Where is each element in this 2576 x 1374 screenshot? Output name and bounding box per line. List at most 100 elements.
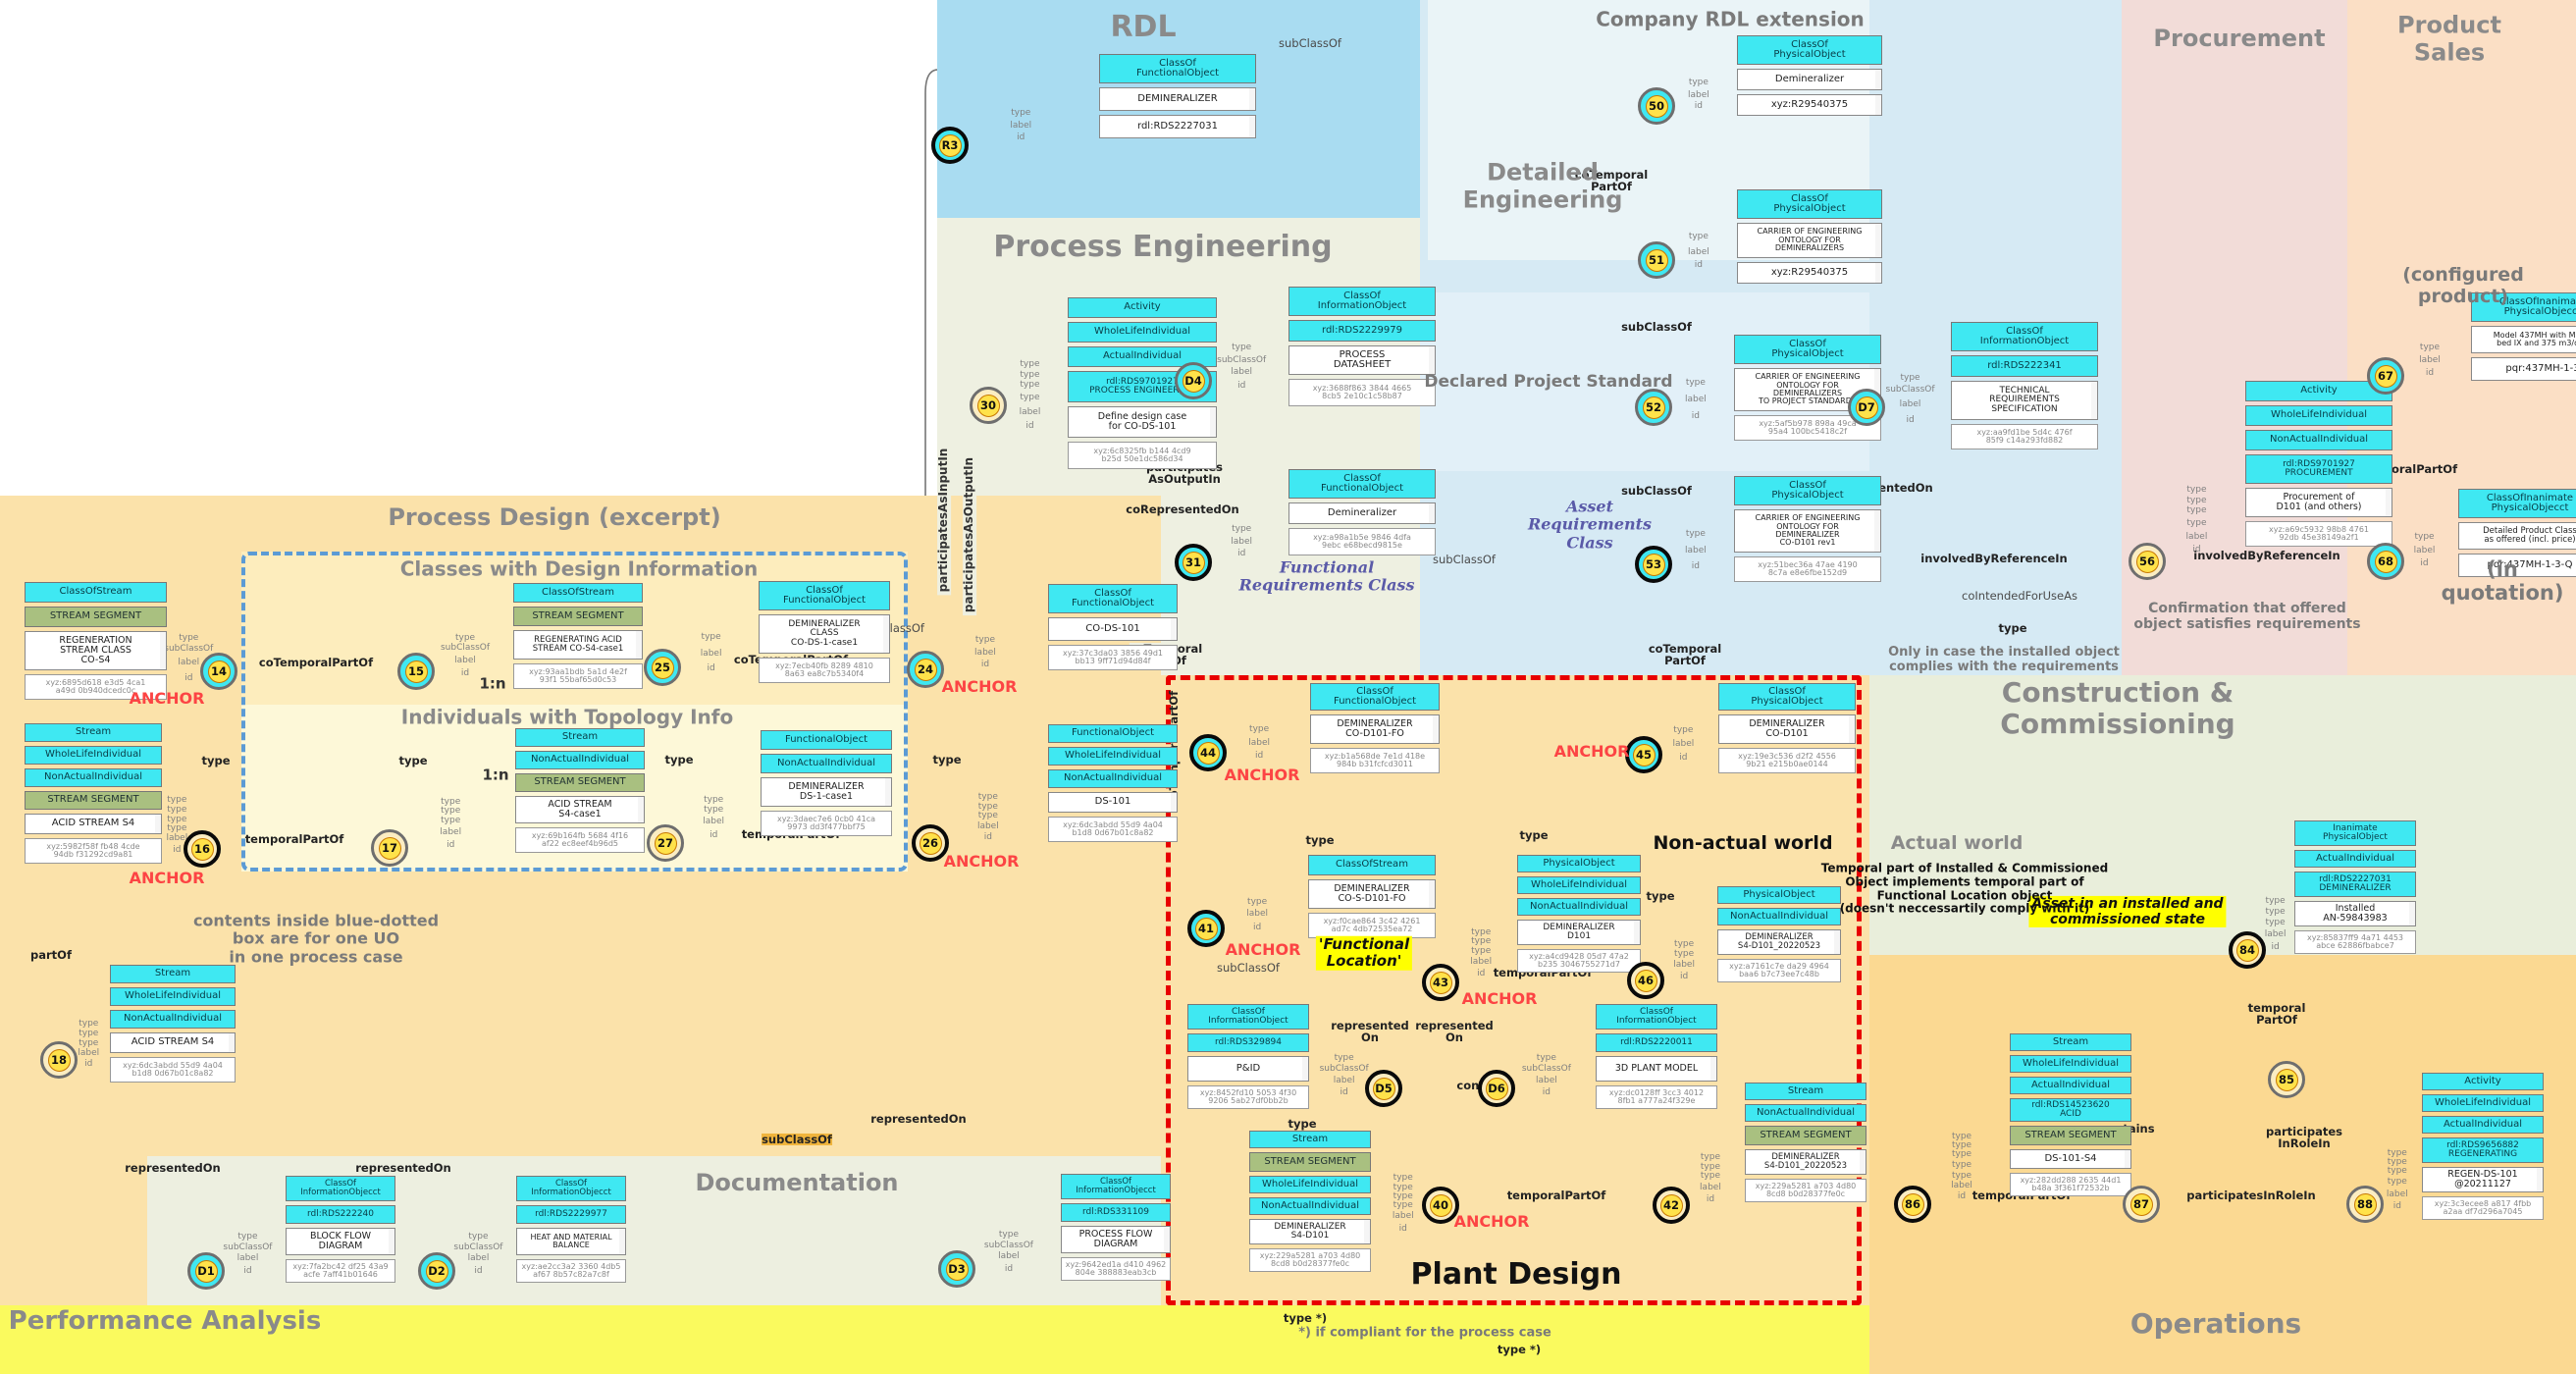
stack-88-box-3: rdl:RDS9656882 REGENERATING	[2422, 1137, 2544, 1163]
node-D1: D1	[187, 1252, 225, 1290]
fan-label-86-6: id	[1957, 1190, 1967, 1201]
stack-30-box-5: xyz:6c8325fb b144 4cd9 b25d 50e1dc586d34	[1068, 442, 1217, 469]
fan-label-86-1: type	[1951, 1139, 1972, 1150]
stack-D2-box-3: xyz:ae2cc3a2 3360 4db5 af67 8b57c82a7c8f	[516, 1259, 626, 1283]
fan-label-14-0: type	[179, 633, 199, 644]
stack-16-box-0: Stream	[25, 723, 162, 742]
fan-label-31-1: label	[1231, 537, 1253, 547]
stack-40-box-4: DEMINERALIZER S4-D101	[1249, 1219, 1371, 1244]
fan-label-52-1: label	[1684, 395, 1707, 405]
node-core-45: 45	[1632, 743, 1656, 766]
fan-label-27-0: type	[704, 794, 724, 805]
node-16: 16	[184, 830, 221, 868]
fan-label-D5-3: id	[1340, 1086, 1348, 1097]
stack-D3-box-3: xyz:9642ed1a d410 4962 804e 388883eab3cb	[1061, 1257, 1171, 1281]
stack-30-box-2: ActualIndividual	[1068, 346, 1217, 367]
node-51: 51	[1638, 241, 1675, 279]
node-core-87: 87	[2129, 1192, 2153, 1216]
edge-label-27: type	[1646, 888, 1675, 903]
fan-label-88-4: label	[2386, 1189, 2408, 1199]
fan-label-43-2: type	[1471, 945, 1492, 956]
node-core-30: 30	[976, 394, 1000, 417]
stack-D2-box-2: HEAT AND MATERIAL BALANCE	[516, 1228, 626, 1255]
fan-label-D4-0: type	[1232, 342, 1252, 352]
node-68: 68	[2367, 543, 2404, 580]
fan-label-D2-2: label	[467, 1253, 490, 1264]
fan-label-41-1: label	[1246, 909, 1268, 920]
fan-label-D7-1: subClassOf	[1885, 385, 1935, 396]
edge-label-0: subClassOf	[1279, 35, 1341, 50]
fan-label-26-2: type	[977, 811, 998, 821]
fan-label-D1-0: type	[237, 1231, 258, 1242]
node-D6: D6	[1478, 1070, 1515, 1107]
node-46: 46	[1627, 962, 1664, 999]
stack-30-box-4: Define design case for CO-DS-101	[1068, 406, 1217, 438]
edge-label-25: type	[1288, 1116, 1317, 1131]
fan-label-67-0: type	[2419, 342, 2441, 352]
stack-D6-box-2: 3D PLANT MODEL	[1596, 1056, 1717, 1082]
text-25: Confirmation that offered object satisfi…	[2133, 600, 2361, 632]
stack-52-box-2: xyz:5af5b978 898a 49ca 95a4 100bc5418c2f	[1734, 415, 1881, 441]
node-core-68: 68	[2374, 550, 2397, 573]
node-core-41: 41	[1194, 917, 1218, 940]
fan-label-56-1: type	[2186, 495, 2207, 505]
node-45: 45	[1625, 736, 1662, 773]
text-14: Plant Design	[1410, 1256, 1622, 1292]
stack-26-box-1: WholeLifeIndividual	[1048, 747, 1178, 766]
stack-D5-box-2: P&ID	[1187, 1056, 1309, 1082]
stack-42-box-1: NonActualIndividual	[1745, 1104, 1866, 1122]
stack-56-box-0: Activity	[2245, 381, 2392, 401]
fan-label-D6-3: id	[1542, 1086, 1551, 1097]
fan-label-44-0: type	[1249, 724, 1270, 735]
fan-label-30-2: type	[1020, 380, 1040, 391]
edge-label-7: subClassOf	[1433, 552, 1496, 566]
edge-label-16: coIntendedForUseAs	[1962, 588, 2077, 603]
node-D7: D7	[1848, 389, 1885, 426]
stack-D2-box-1: rdl:RDS2229977	[516, 1205, 626, 1224]
stack-17-box-3: ACID STREAM S4-case1	[515, 796, 645, 823]
fan-label-D2-0: type	[468, 1231, 489, 1242]
edge-label-50: participatesInRoleIn	[2186, 1188, 2316, 1202]
node-core-D5: D5	[1372, 1077, 1395, 1100]
stack-18-box-3: ACID STREAM S4	[110, 1032, 236, 1053]
stack-43-box-3: DEMINERALIZER D101	[1517, 920, 1641, 945]
fan-label-53-0: type	[1685, 528, 1706, 539]
text-7: Process Design (excerpt)	[388, 503, 721, 532]
node-core-16: 16	[190, 837, 214, 861]
fan-label-46-2: label	[1673, 959, 1695, 970]
stack-D1-box-1: rdl:RDS222240	[286, 1205, 395, 1224]
stack-D1-box-0: ClassOf InformationObjecct	[286, 1176, 395, 1201]
stack-43-box-2: NonActualIndividual	[1517, 898, 1641, 916]
fan-label-25-0: type	[701, 632, 721, 643]
stack-51-box-2: xyz:R29540375	[1737, 262, 1882, 284]
stack-42-box-3: DEMINERALIZER S4-D101_20220523	[1745, 1149, 1866, 1175]
node-core-D6: D6	[1485, 1077, 1508, 1100]
stack-51-box-0: ClassOf PhysicalObject	[1737, 189, 1882, 219]
stack-17-box-2: STREAM SEGMENT	[515, 773, 645, 792]
stack-45-box-1: DEMINERALIZER CO-D101	[1718, 714, 1856, 744]
fan-label-42-4: id	[1706, 1193, 1715, 1204]
fan-label-15-0: type	[454, 633, 476, 644]
stack-88-box-5: xyz:3c3ecee8 a817 4fbb a2aa df7d296a7045	[2422, 1196, 2544, 1220]
node-core-26: 26	[919, 831, 942, 855]
stack-27-box-1: NonActualIndividual	[761, 754, 892, 773]
stack-15-box-2: REGENERATING ACID STREAM CO-S4-case1	[513, 630, 643, 660]
node-18: 18	[40, 1041, 78, 1079]
node-R3: R3	[931, 127, 969, 164]
text-18: Asset Requirements Class	[1527, 497, 1653, 553]
region-red-dashed-box	[1166, 675, 1862, 1305]
fan-label-D1-2: label	[237, 1253, 259, 1264]
edge-label-9: subClassOf	[1621, 483, 1692, 498]
fan-label-88-1: type	[2387, 1156, 2407, 1167]
fan-label-24-2: id	[980, 659, 990, 669]
stack-84-box-0: Inanimate PhysicalObject	[2294, 820, 2416, 846]
text-36: ANCHOR	[1224, 765, 1300, 784]
stack-56-box-2: NonActualIndividual	[2245, 430, 2392, 450]
fan-label-53-2: id	[1691, 561, 1700, 572]
text-11: Documentation	[695, 1169, 899, 1197]
stack-D4-box-2: PROCESS DATASHEET	[1288, 345, 1436, 375]
node-core-27: 27	[654, 831, 677, 855]
node-31: 31	[1175, 544, 1212, 581]
stack-D6-box-0: ClassOf InformationObject	[1596, 1004, 1717, 1030]
node-56: 56	[2129, 543, 2166, 580]
